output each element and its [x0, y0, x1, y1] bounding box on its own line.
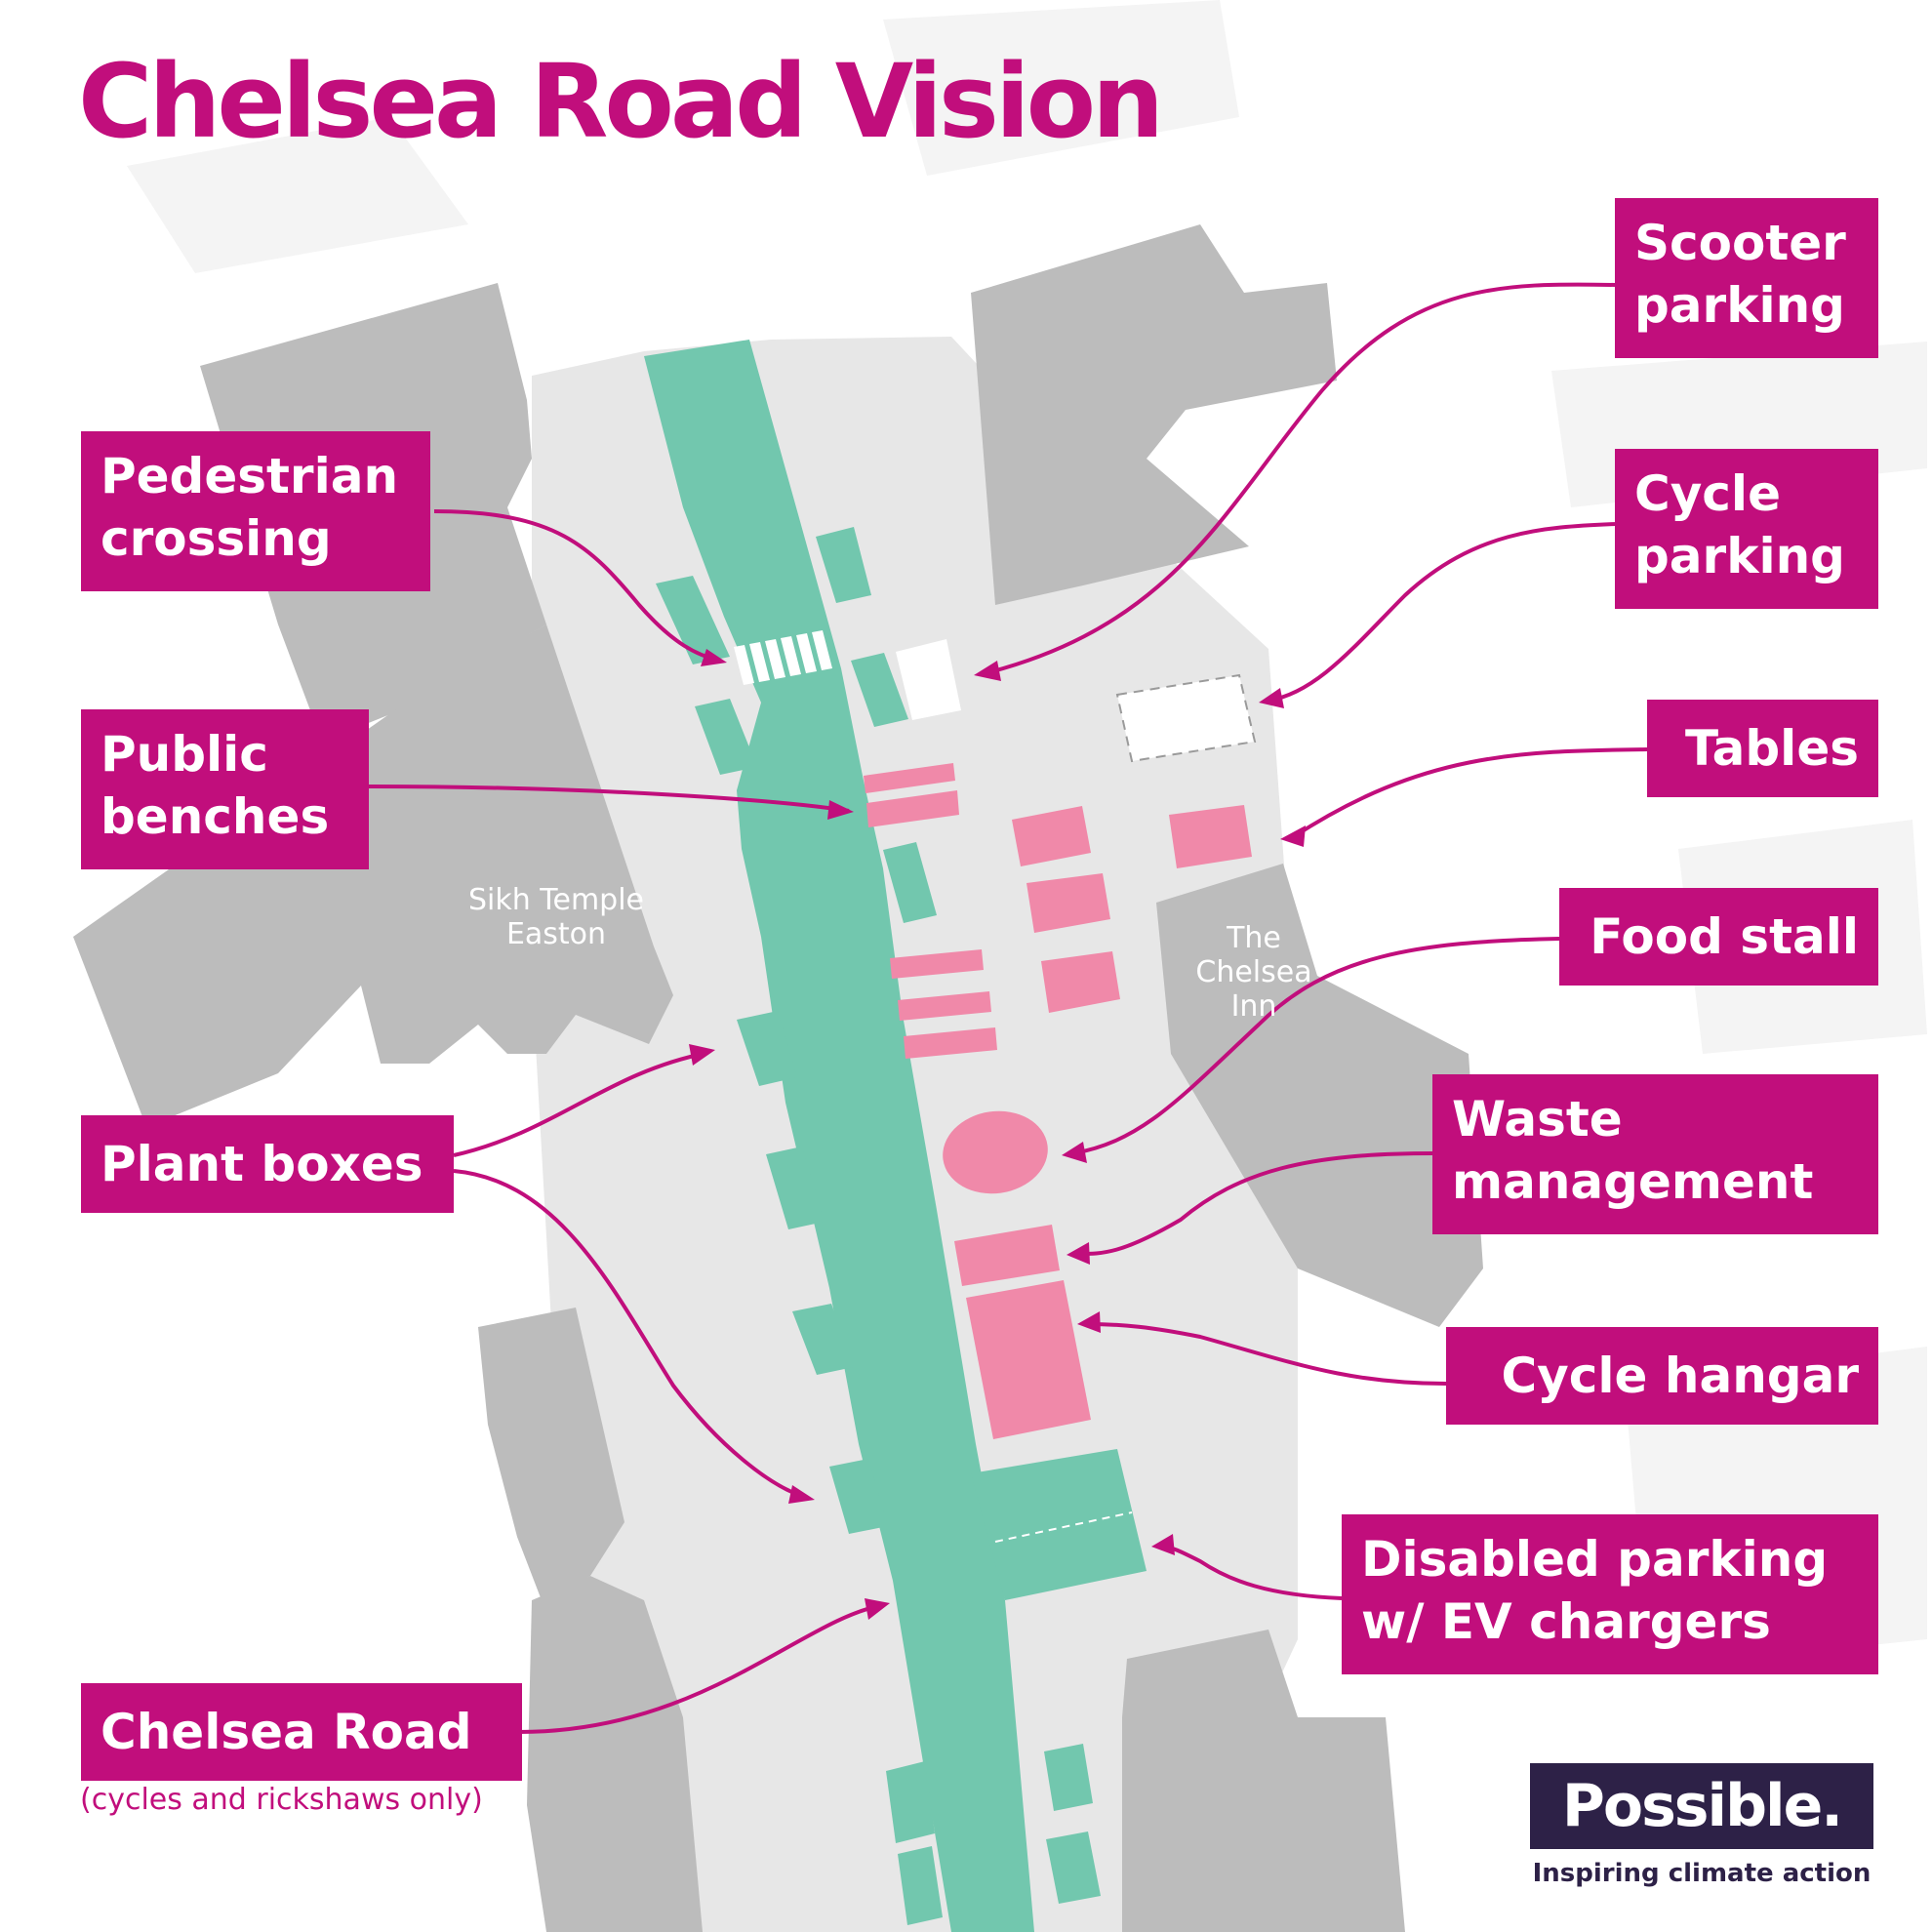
building-east-lower — [1122, 1630, 1405, 1932]
pedestrian-crossing-marking — [734, 630, 832, 685]
disabled-parking-divider — [994, 1511, 1133, 1543]
logo-tagline: Inspiring climate action — [1532, 1859, 1872, 1888]
plant-boxes — [656, 527, 1101, 1925]
public-benches — [864, 763, 997, 1059]
arrowheads — [689, 649, 1306, 1620]
label-tables: Tables — [1647, 700, 1878, 797]
cycle-hangar — [966, 1280, 1091, 1439]
place-chelsea-inn: The Chelsea Inn — [1195, 921, 1312, 1024]
building-sikh-temple — [73, 624, 673, 1127]
label-disabled-parking: Disabled parking w/ EV chargers — [1342, 1514, 1878, 1674]
scooter-parking-area — [896, 639, 961, 720]
waste-management — [954, 1225, 1060, 1286]
tables — [1012, 805, 1252, 1013]
building-chelsea-inn — [1156, 864, 1483, 1327]
place-sikh-temple: Sikh Temple Easton — [467, 883, 645, 951]
building-west-middle — [478, 1308, 624, 1600]
label-public-benches: Public benches — [81, 709, 369, 869]
label-plant-boxes: Plant boxes — [81, 1115, 454, 1213]
label-scooter-parking: Scooter parking — [1615, 198, 1878, 358]
label-cycle-parking: Cycle parking — [1615, 449, 1878, 609]
page-title: Chelsea Road Vision — [78, 42, 1164, 161]
chelsea-road-note: (cycles and rickshaws only) — [80, 1783, 483, 1817]
chelsea-road — [644, 340, 1034, 1932]
label-pedestrian-crossing: Pedestrian crossing — [81, 431, 430, 591]
leader-lines — [368, 282, 1648, 1734]
food-stall — [943, 1110, 1048, 1194]
label-cycle-hangar: Cycle hangar — [1446, 1327, 1878, 1425]
possible-logo: Possible. — [1530, 1763, 1873, 1849]
disabled-parking-bay — [971, 1449, 1147, 1600]
label-food-stall: Food stall — [1559, 888, 1878, 986]
cycle-parking-area — [1115, 673, 1257, 763]
building-west-lower — [527, 1576, 703, 1932]
building-north-east — [971, 224, 1337, 605]
label-chelsea-road: Chelsea Road — [81, 1683, 522, 1781]
label-waste-management: Waste management — [1432, 1074, 1878, 1234]
